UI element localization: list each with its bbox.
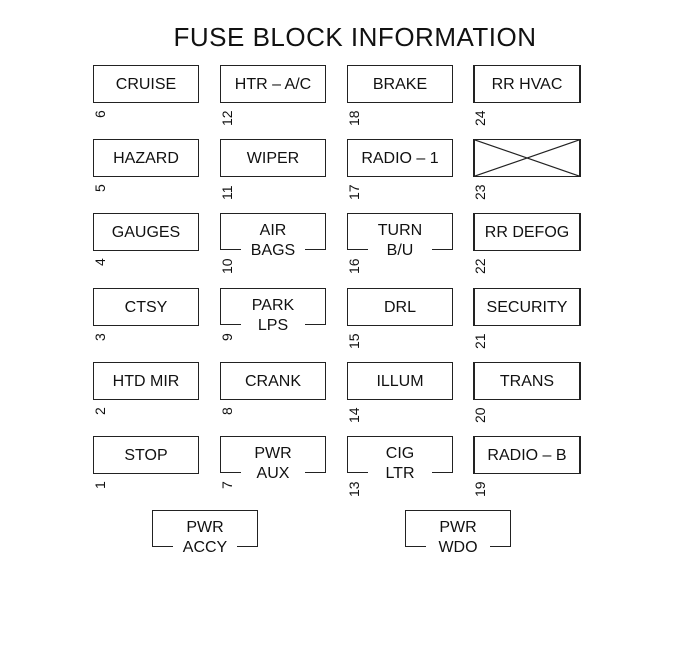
fuse-label: BRAKE xyxy=(372,76,428,93)
fuse-label: RR DEFOG xyxy=(484,224,570,241)
fuse-number: 4 xyxy=(92,258,108,266)
border-segment xyxy=(221,248,241,250)
fuse-24: RR HVAC xyxy=(473,65,581,103)
border-segment xyxy=(237,545,257,547)
x-mark-icon xyxy=(475,140,579,176)
fuse-number: 13 xyxy=(346,481,362,497)
fuse-2: HTD MIR xyxy=(93,362,199,400)
fuse-1: STOP xyxy=(93,436,199,474)
circuit-breaker-2: PWR WDO xyxy=(405,510,511,556)
fuse-8: CRANK xyxy=(220,362,326,400)
fuse-14: ILLUM xyxy=(347,362,453,400)
fuse-10: AIR BAGS xyxy=(220,213,326,259)
fuse-number: 18 xyxy=(346,110,362,126)
fuse-9: PARK LPS xyxy=(220,288,326,334)
fuse-13: CIG LTR xyxy=(347,436,453,482)
fuse-label: RR HVAC xyxy=(491,76,563,93)
fuse-label-line-1: PWR xyxy=(186,519,224,536)
fuse-label-line-1: AIR xyxy=(259,222,287,239)
fuse-number: 11 xyxy=(219,185,235,200)
diagram-title: FUSE BLOCK INFORMATION xyxy=(173,22,537,52)
border-segment xyxy=(221,471,241,473)
fuse-label: TRANS xyxy=(499,373,555,390)
fuse-label-line-2: AUX xyxy=(256,465,290,482)
border-segment xyxy=(153,545,173,547)
fuse-label-line-1: TURN xyxy=(377,222,423,239)
fuse-number: 9 xyxy=(219,333,235,341)
fuse-number: 15 xyxy=(346,333,362,349)
fuse-number: 3 xyxy=(92,333,108,341)
fuse-label-line-1: PWR xyxy=(254,445,292,462)
fuse-label: GAUGES xyxy=(111,224,181,241)
fuse-label: CRUISE xyxy=(115,76,177,93)
fuse-label-line-2: ACCY xyxy=(182,539,228,556)
fuse-number: 2 xyxy=(92,407,108,415)
fuse-20: TRANS xyxy=(473,362,581,400)
fuse-22: RR DEFOG xyxy=(473,213,581,251)
fuse-6: CRUISE xyxy=(93,65,199,103)
fuse-label: HTD MIR xyxy=(112,373,180,390)
fuse-number: 19 xyxy=(472,481,488,497)
fuse-11: WIPER xyxy=(220,139,326,177)
fuse-label: DRL xyxy=(383,299,416,316)
fuse-21: SECURITY xyxy=(473,288,581,326)
border-segment xyxy=(348,471,368,473)
fuse-4: GAUGES xyxy=(93,213,199,251)
fuse-number: 6 xyxy=(92,110,108,118)
fuse-19: RADIO – B xyxy=(473,436,581,474)
border-segment xyxy=(305,323,325,325)
fuse-label-line-2: BAGS xyxy=(250,242,296,259)
fuse-number: 16 xyxy=(346,258,362,274)
border-segment xyxy=(432,248,452,250)
border-segment xyxy=(348,248,368,250)
fuse-number: 21 xyxy=(472,333,488,349)
fuse-label: RADIO – 1 xyxy=(361,150,439,167)
fuse-number: 14 xyxy=(346,407,362,423)
border-segment xyxy=(490,545,510,547)
fuse-label: SECURITY xyxy=(486,299,568,316)
fuse-label: CTSY xyxy=(124,299,168,316)
fuse-number: 17 xyxy=(346,184,362,200)
fuse-label: CRANK xyxy=(244,373,301,390)
fuse-label: RADIO – B xyxy=(487,447,567,464)
empty-fuse-slot xyxy=(473,139,581,177)
fuse-5: HAZARD xyxy=(93,139,199,177)
border-segment xyxy=(221,323,241,325)
fuse-17: RADIO – 1 xyxy=(347,139,453,177)
fuse-label-line-1: CIG xyxy=(385,445,415,462)
fuse-label: ILLUM xyxy=(376,373,424,390)
fuse-15: DRL xyxy=(347,288,453,326)
fuse-7: PWR AUX xyxy=(220,436,326,482)
fuse-label-line-2: LPS xyxy=(257,317,289,334)
fuse-number: 1 xyxy=(92,481,108,489)
fuse-12: HTR – A/C xyxy=(220,65,326,103)
fuse-label: HTR – A/C xyxy=(234,76,312,93)
border-segment xyxy=(406,545,426,547)
fuse-label-line-1: PARK xyxy=(251,297,295,314)
fuse-number: 23 xyxy=(472,184,488,200)
border-segment xyxy=(305,471,325,473)
fuse-label: WIPER xyxy=(246,150,300,167)
fuse-number: 24 xyxy=(472,110,488,126)
fuse-number: 22 xyxy=(472,258,488,274)
fuse-label-line-2: WDO xyxy=(438,539,478,556)
border-segment xyxy=(432,471,452,473)
fuse-number: 20 xyxy=(472,407,488,423)
fuse-number: 5 xyxy=(92,184,108,192)
fuse-number: 12 xyxy=(219,110,235,126)
fuse-number: 10 xyxy=(219,258,235,274)
fuse-16: TURN B/U xyxy=(347,213,453,259)
fuse-label-line-2: LTR xyxy=(385,465,415,482)
fuse-number: 8 xyxy=(219,407,235,415)
border-segment xyxy=(305,248,325,250)
fuse-label: HAZARD xyxy=(113,150,179,167)
fuse-label-line-2: B/U xyxy=(386,242,414,259)
fuse-number: 7 xyxy=(219,481,235,489)
fuse-label: STOP xyxy=(124,447,168,464)
circuit-breaker-1: PWR ACCY xyxy=(152,510,258,556)
fuse-3: CTSY xyxy=(93,288,199,326)
fuse-label-line-1: PWR xyxy=(439,519,477,536)
fuse-18: BRAKE xyxy=(347,65,453,103)
